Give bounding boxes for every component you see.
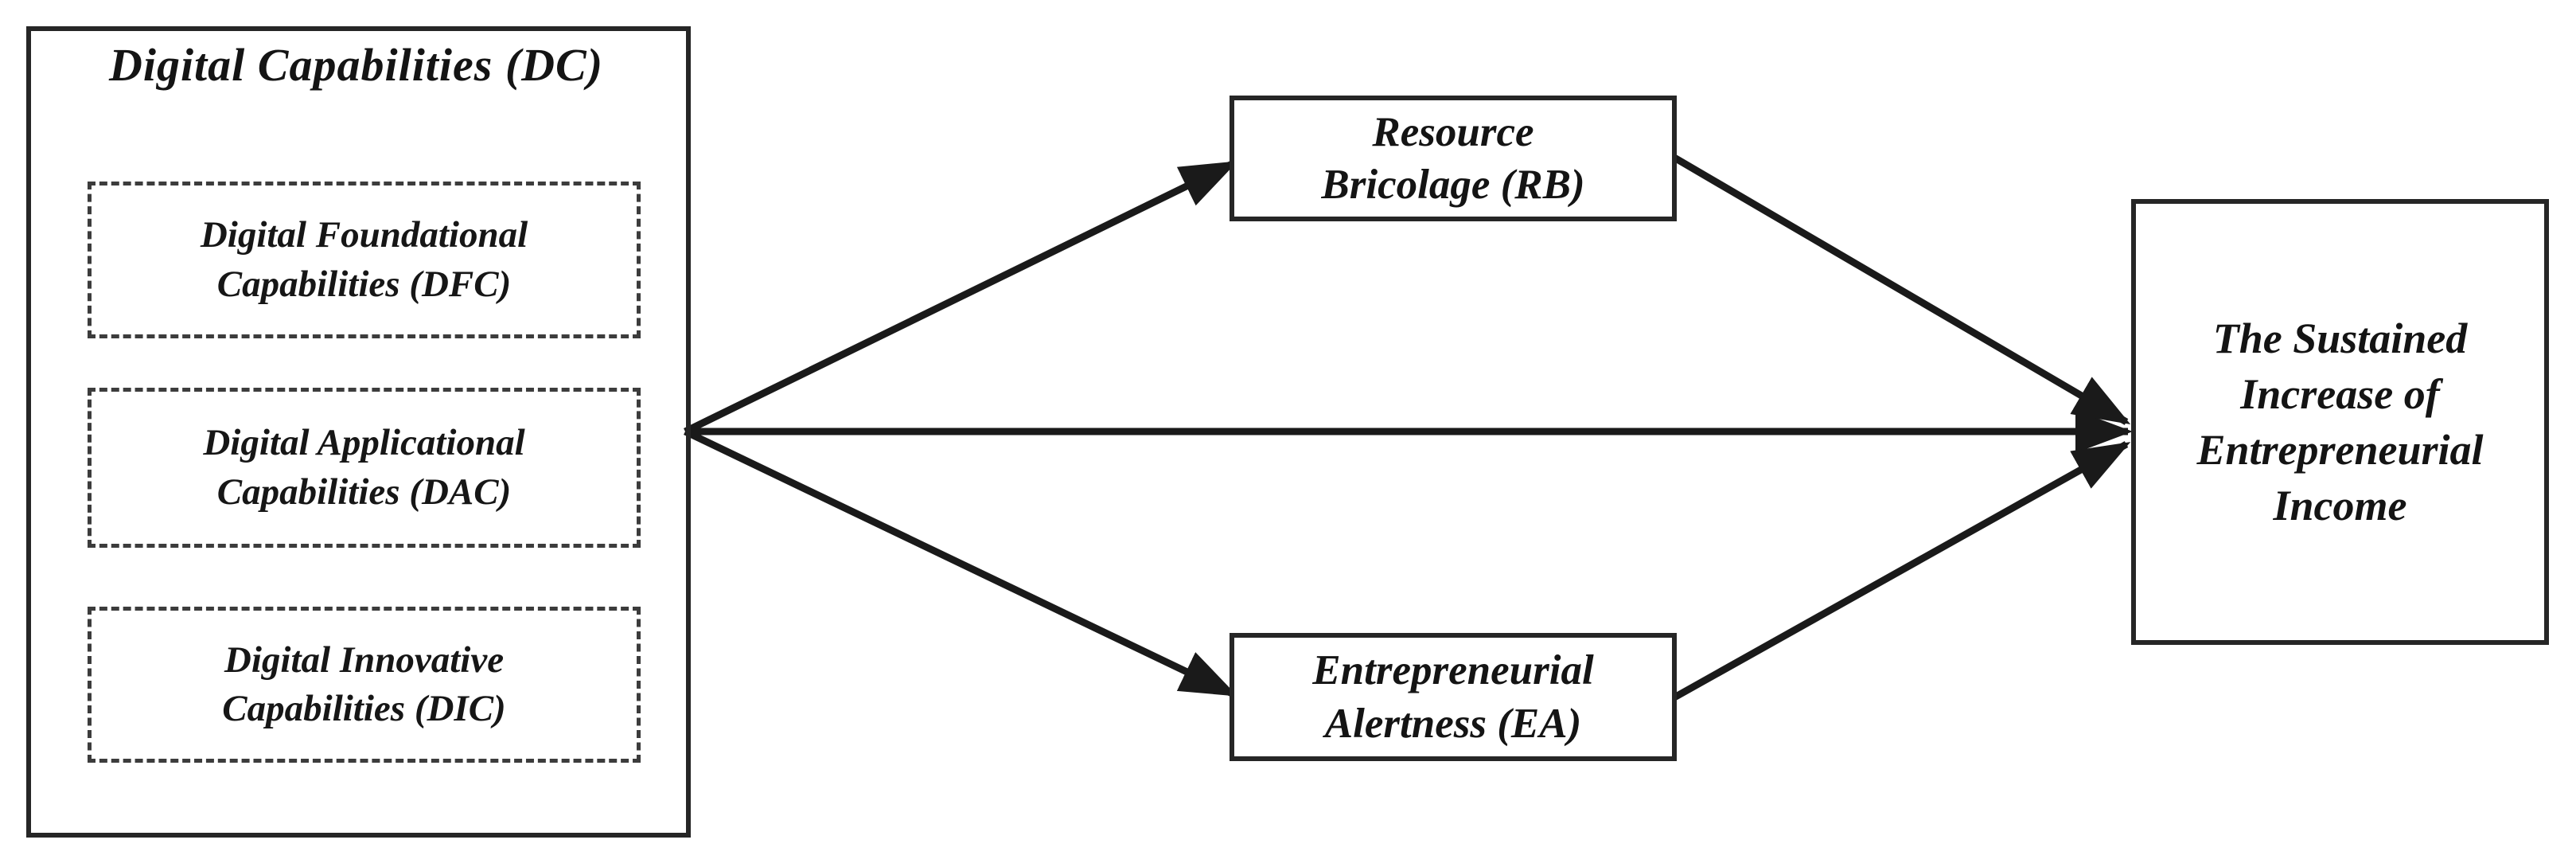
dac-box: Digital Applicational Capabilities (DAC): [88, 388, 641, 548]
dc-title: Digital Capabilities (DC): [108, 39, 604, 91]
dfc-box: Digital Foundational Capabilities (DFC): [88, 182, 641, 338]
outcome-label: The Sustained Increase of Entrepreneuria…: [2196, 314, 2484, 530]
outcome-box: The Sustained Increase of Entrepreneuria…: [2131, 199, 2549, 645]
ea-label: Entrepreneurial Alertness (EA): [1312, 647, 1594, 747]
arrow-dc-to-ea: [684, 428, 1238, 698]
ea-box: Entrepreneurial Alertness (EA): [1230, 633, 1677, 761]
rb-box: Resource Bricolage (RB): [1230, 96, 1677, 221]
dic-label: Digital Innovative Capabilities (DIC): [222, 639, 506, 729]
rb-label: Resource Bricolage (RB): [1321, 108, 1585, 208]
dc-container-box: [26, 26, 691, 838]
arrow-ea-to-outcome: [1672, 441, 2131, 701]
dic-box: Digital Innovative Capabilities (DIC): [88, 607, 641, 763]
dfc-label: Digital Foundational Capabilities (DFC): [200, 214, 528, 305]
dac-label: Digital Applicational Capabilities (DAC): [203, 422, 525, 513]
arrow-rb-to-outcome: [1672, 154, 2131, 425]
arrow-dc-to-rb: [684, 159, 1238, 435]
